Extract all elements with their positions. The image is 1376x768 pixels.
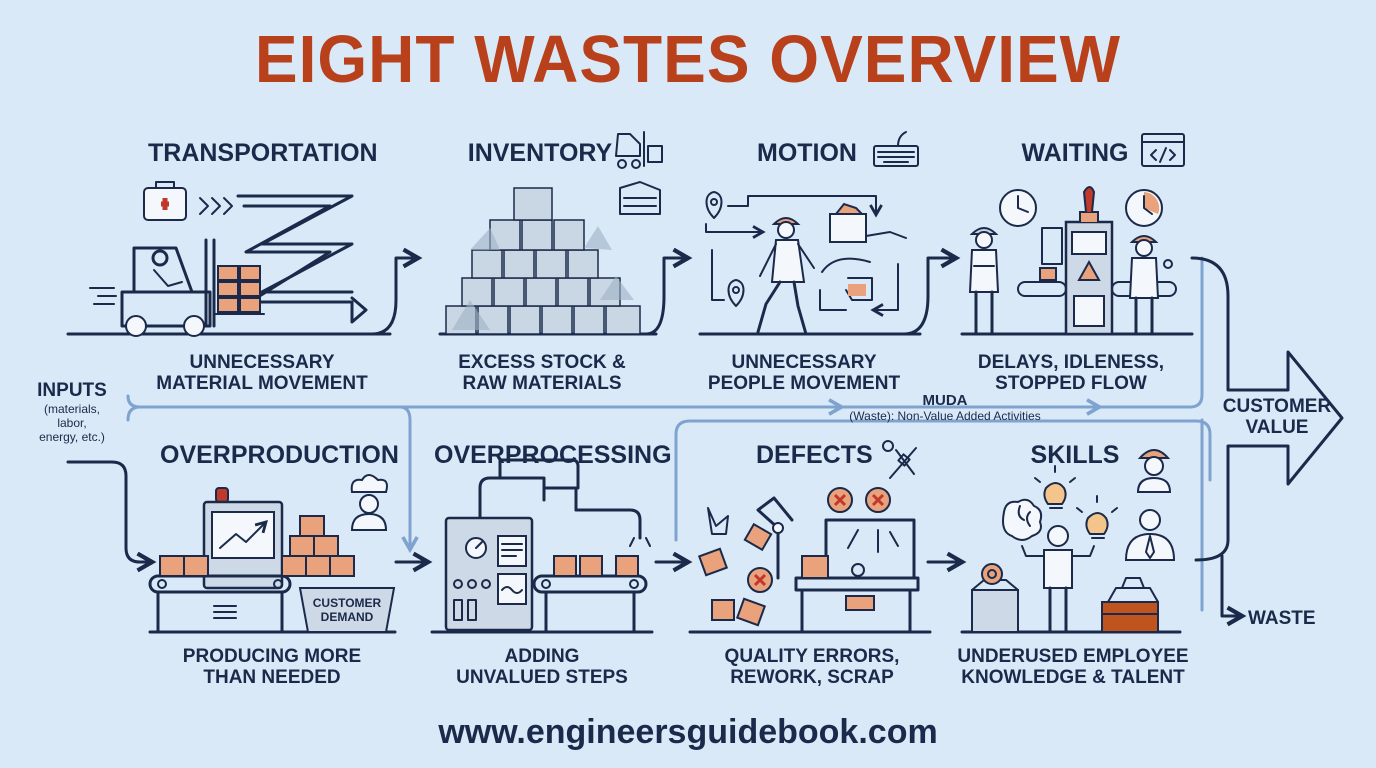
page-title: EIGHT WASTES OVERVIEW: [254, 21, 1122, 97]
worker-right: [1128, 235, 1173, 336]
box-stack: [213, 265, 265, 315]
forklift-icon: [615, 131, 663, 169]
location-pin-icon: [705, 191, 745, 307]
waste-output-label: WASTE: [1248, 608, 1316, 629]
box-pyramid: [281, 515, 355, 577]
gear-box: [971, 563, 1019, 633]
x-mark-icon: [747, 487, 891, 593]
worker-left: [968, 227, 1000, 336]
warning-icon: [1077, 259, 1101, 281]
website-footer[interactable]: www.engineersguidebook.com: [438, 713, 938, 751]
flow-connectors: [66, 258, 1344, 616]
waste-name-skills: SKILLS: [1030, 441, 1120, 469]
waste-name-defects: DEFECTS: [756, 441, 873, 469]
waste-desc-waiting: DELAYS, IDLENESS,STOPPED FLOW: [977, 352, 1165, 394]
manager-figure: [1124, 509, 1176, 561]
production-machine: [148, 487, 292, 634]
clock-icon: [999, 189, 1163, 227]
waiting-illustration: [968, 133, 1185, 336]
transportation-illustration: [89, 181, 368, 337]
customer-demand-label: CUSTOMER DEMAND: [312, 596, 382, 624]
worker-icon: [1136, 449, 1172, 493]
keyboard-icon: [873, 131, 919, 167]
machine: [1017, 186, 1177, 336]
inventory-illustration: [445, 131, 663, 335]
inputs-label: INPUTS (materials, labor, energy, etc.): [37, 380, 107, 444]
code-window-icon: [1141, 133, 1185, 167]
overprocessing-illustration: [444, 458, 651, 634]
defects-illustration: [697, 440, 920, 634]
toolbox-icon: [1101, 577, 1159, 633]
waste-name-transportation: TRANSPORTATION: [148, 139, 378, 167]
waste-name-motion: MOTION: [757, 139, 857, 167]
customer-value-label: CUSTOMER VALUE: [1222, 396, 1332, 438]
lightbulb-icon: [1034, 465, 1118, 539]
overproduction-illustration: [148, 474, 396, 634]
stock-pyramid: [445, 187, 641, 335]
skills-illustration: [971, 449, 1176, 634]
brain-icon: [1002, 498, 1043, 541]
chef-icon: [350, 474, 388, 531]
waste-name-overproduction: OVERPRODUCTION: [160, 441, 399, 469]
waste-name-inventory: INVENTORY: [467, 139, 613, 167]
tools-icon: [882, 440, 917, 479]
customer-demand-bin: [298, 587, 396, 633]
walking-worker: [756, 217, 815, 336]
waste-name-overprocessing: OVERPROCESSING: [434, 441, 672, 469]
forklift-icon: [89, 238, 216, 337]
employee-figure: [1021, 525, 1095, 634]
muda-flow-lines: [126, 256, 1212, 612]
pallet-icon: [619, 181, 661, 215]
waste-name-waiting: WAITING: [1021, 139, 1129, 167]
waste-desc-inventory: EXCESS STOCK &RAW MATERIALS: [458, 352, 626, 394]
first-aid-icon: [143, 181, 187, 221]
workbench-box: [829, 202, 907, 243]
muda-label: MUDA (Waste): Non-Value Added Activities: [849, 392, 1041, 423]
waste-desc-defects: QUALITY ERRORS,REWORK, SCRAP: [724, 646, 900, 688]
motion-illustration: [705, 131, 919, 336]
